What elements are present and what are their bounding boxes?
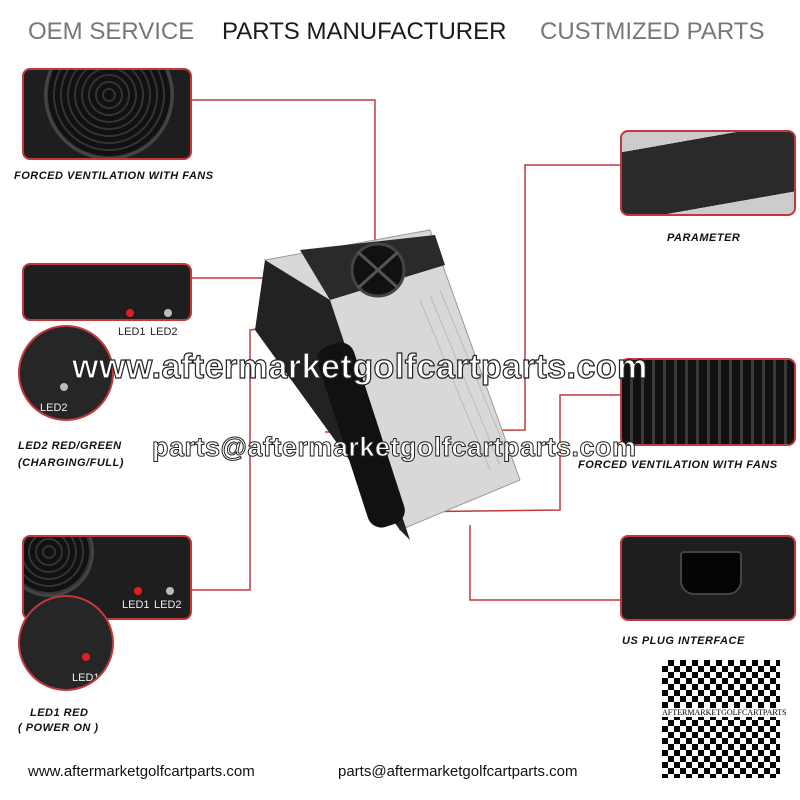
led1-label: LED1 bbox=[122, 599, 150, 611]
led2-label: LED2 bbox=[150, 326, 178, 338]
caption-plug: US PLUG INTERFACE bbox=[622, 635, 745, 647]
led2-light-zoom bbox=[60, 383, 68, 391]
footer-website[interactable]: www.aftermarketgolfcartparts.com bbox=[28, 763, 255, 780]
caption-led2-line1: LED2 RED/GREEN bbox=[18, 440, 122, 452]
led1-zoom-circle: LED1 bbox=[18, 595, 114, 691]
caption-fans-right: FORCED VENTILATION WITH FANS bbox=[578, 459, 778, 471]
plug-closeup-image bbox=[620, 535, 796, 621]
header-customized-parts: CUSTMIZED PARTS bbox=[540, 18, 765, 45]
qr-label: AFTERMARKETGOLFCARTPARTS bbox=[662, 708, 787, 717]
led-panel-image-top bbox=[22, 263, 192, 321]
header-parts-manufacturer: PARTS MANUFACTURER bbox=[222, 18, 507, 45]
caption-parameter: PARAMETER bbox=[667, 232, 741, 244]
fan-closeup-image bbox=[22, 68, 192, 160]
watermark-website: www.aftermarketgolfcartparts.com bbox=[71, 347, 648, 386]
caption-fans-left: FORCED VENTILATION WITH FANS bbox=[14, 170, 214, 182]
battery-charger-image bbox=[255, 229, 521, 540]
led1-zoom-label: LED1 bbox=[72, 672, 100, 684]
parameter-label-image bbox=[620, 130, 796, 216]
fan-icon bbox=[44, 70, 174, 158]
led2-zoom-label: LED2 bbox=[40, 402, 68, 414]
led2-light bbox=[166, 587, 174, 595]
fan-icon bbox=[24, 537, 94, 597]
led2-light bbox=[164, 309, 172, 317]
led1-light bbox=[134, 587, 142, 595]
led2-zoom-circle: LED2 bbox=[18, 325, 114, 421]
power-socket-icon bbox=[680, 551, 742, 595]
caption-led2-line2: (CHARGING/FULL) bbox=[18, 457, 124, 469]
header-oem-service: OEM SERVICE bbox=[28, 18, 195, 45]
led1-light-zoom bbox=[82, 653, 90, 661]
footer-email[interactable]: parts@aftermarketgolfcartparts.com bbox=[338, 763, 578, 780]
vent-closeup-image bbox=[620, 358, 796, 446]
caption-led1-line2: ( POWER ON ) bbox=[18, 722, 99, 734]
qr-code[interactable]: AFTERMARKETGOLFCARTPARTS bbox=[662, 660, 787, 778]
led1-label: LED1 bbox=[118, 326, 146, 338]
led1-light bbox=[126, 309, 134, 317]
watermark-email: parts@aftermarketgolfcartparts.com bbox=[151, 432, 637, 463]
led2-label: LED2 bbox=[154, 599, 182, 611]
caption-led1-line1: LED1 RED bbox=[30, 707, 89, 719]
